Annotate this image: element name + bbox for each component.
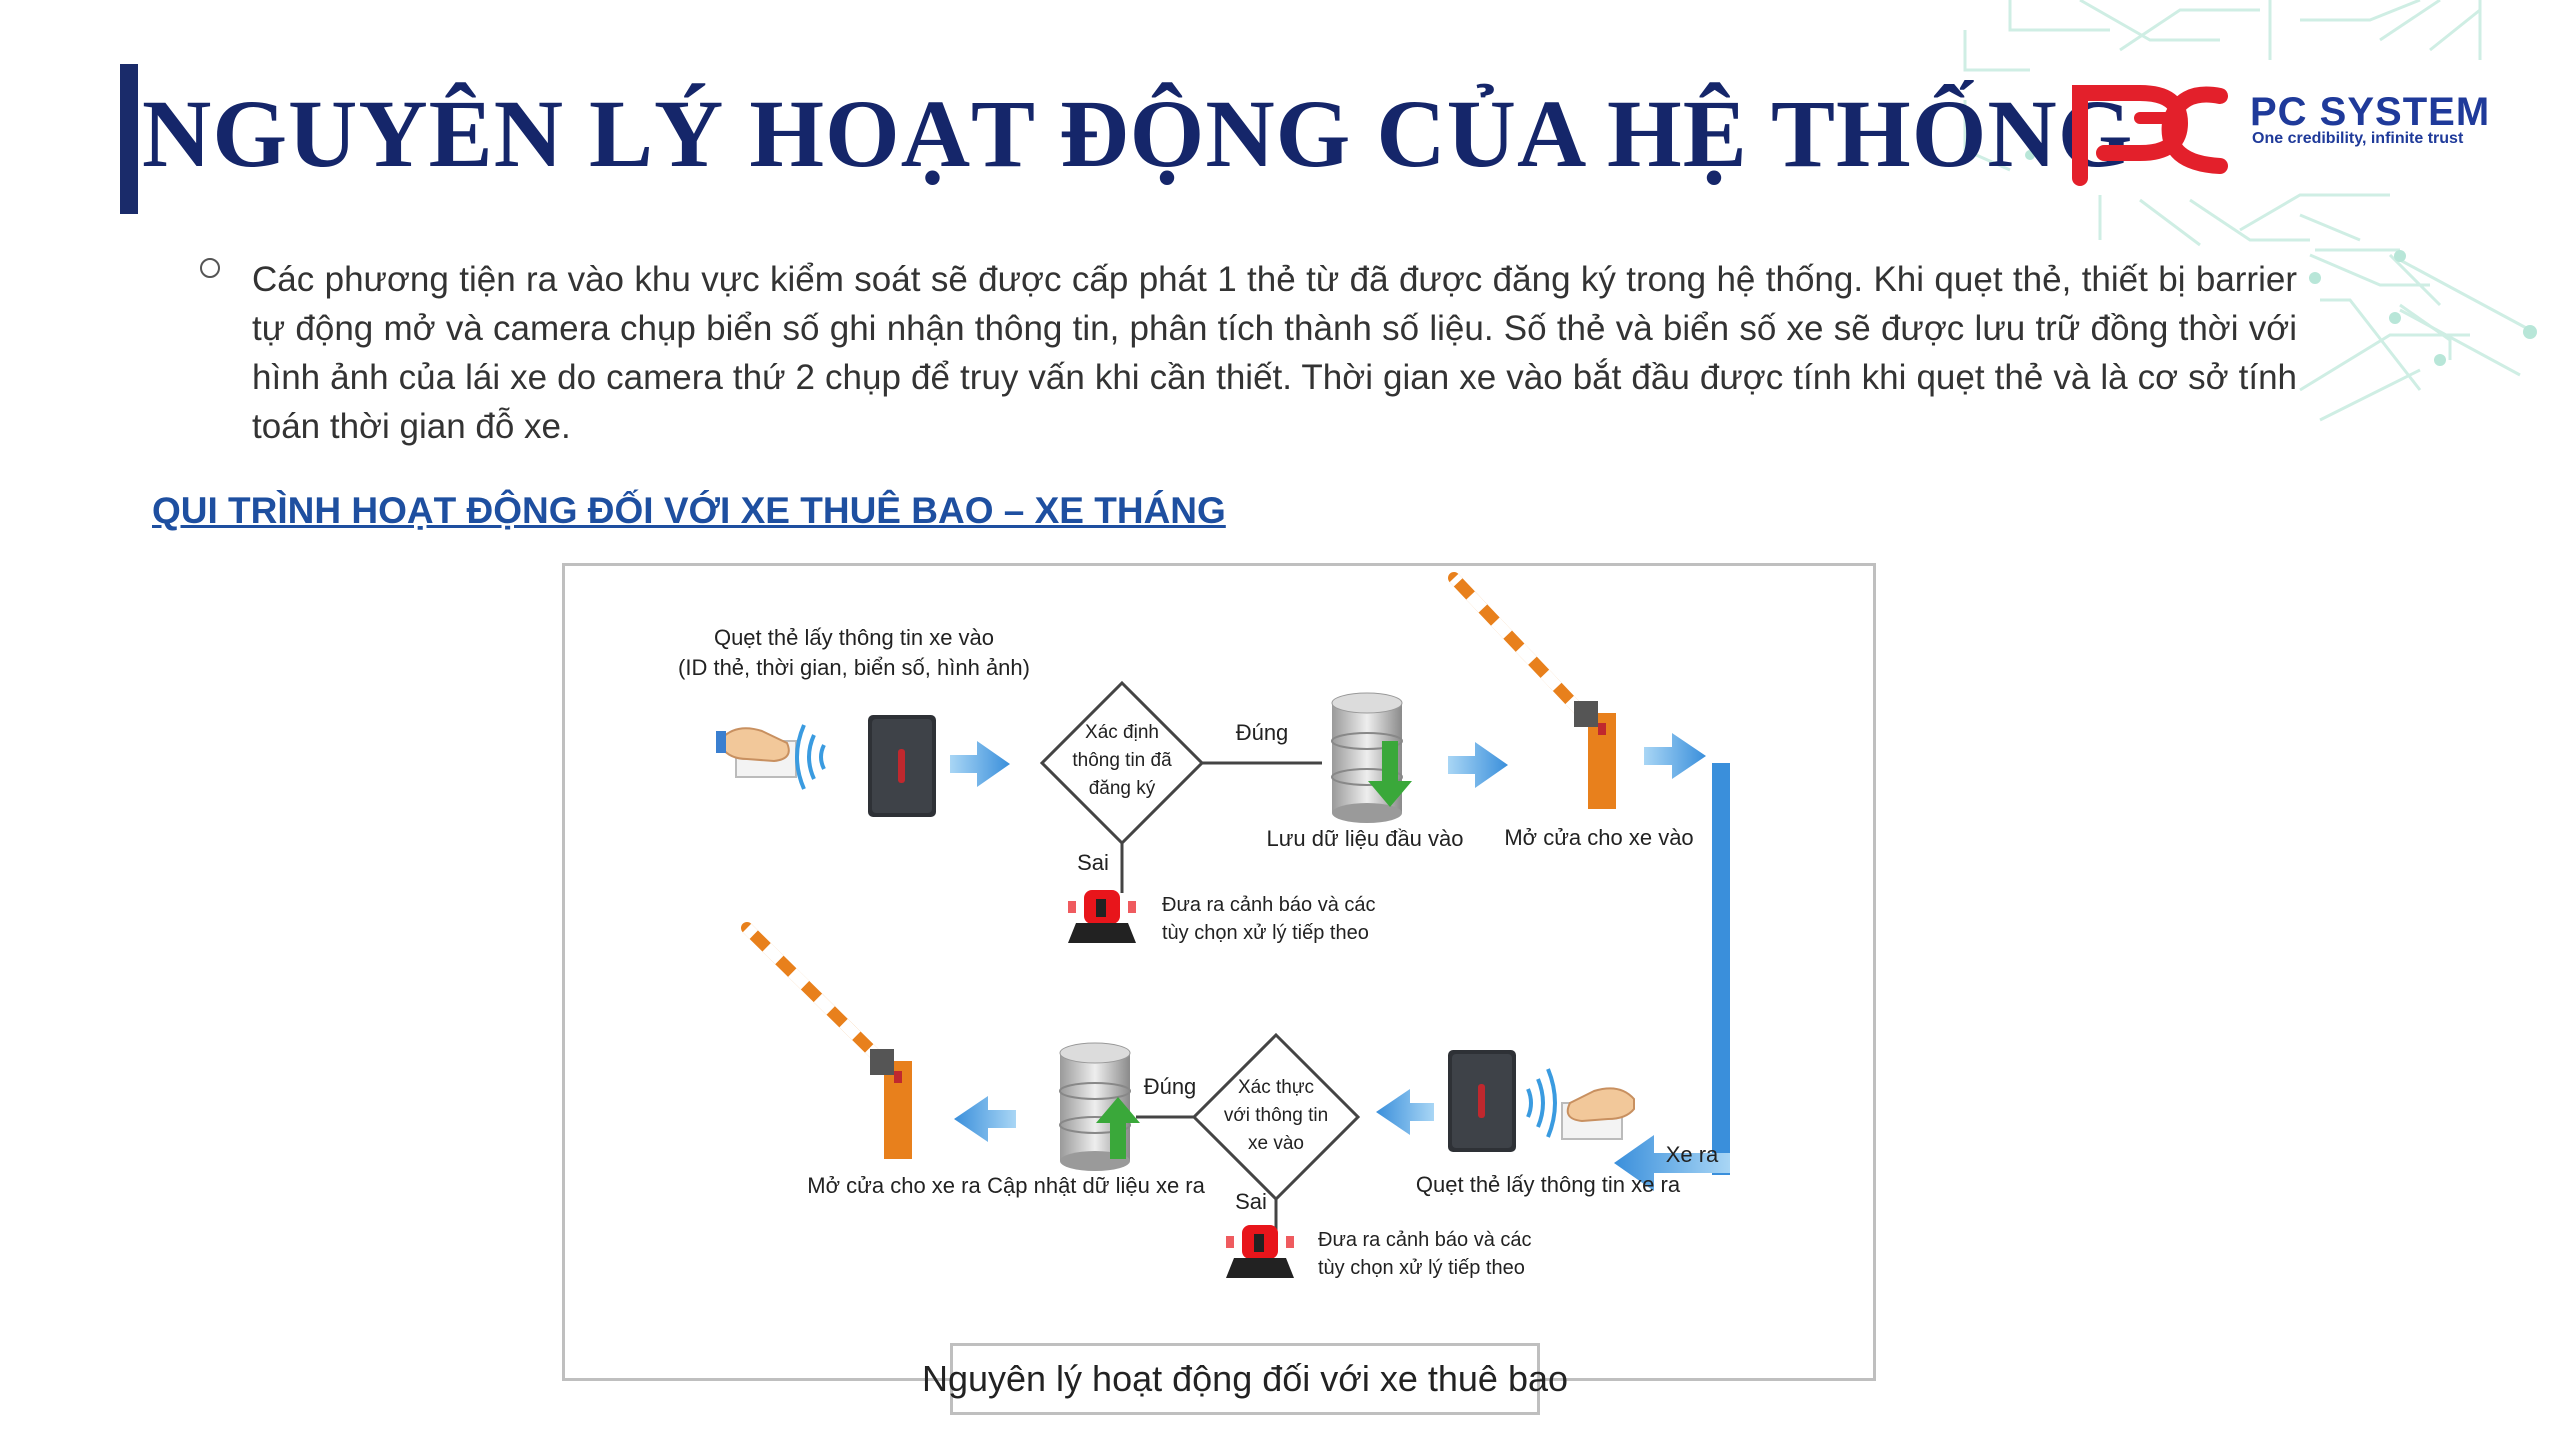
exit-decision-1: Xác thực [1238, 1077, 1314, 1098]
alarm-light-exit-icon [1226, 1225, 1294, 1278]
diagram-caption: Nguyên lý hoạt động đối với xe thuê bao [921, 1358, 1569, 1399]
card-reader-exit-icon [1448, 1050, 1516, 1152]
entry-no-label: Sai [1077, 850, 1109, 875]
exit-alarm-2: tùy chọn xử lý tiếp theo [1318, 1257, 1525, 1279]
database-store-icon [1331, 692, 1412, 823]
flow-diagram: Quẹt thẻ lấy thông tin xe vào (ID thẻ, t… [678, 572, 1730, 1279]
logo-tagline: One credibility, infinite trust [2252, 130, 2464, 147]
exit-decision-3: xe vào [1248, 1133, 1304, 1154]
description-paragraph: Các phương tiện ra vào khu vực kiểm soát… [252, 260, 2297, 446]
alarm-light-entry-icon [1068, 890, 1136, 943]
diagram-frame [562, 563, 1876, 1381]
exit-yes-label: Đúng [1144, 1074, 1197, 1099]
title-accent-bar [120, 64, 138, 214]
hand-card-exit-icon [1561, 1087, 1635, 1140]
entry-decision-3: đăng ký [1089, 778, 1156, 799]
entry-decision-1: Xác định [1085, 722, 1159, 743]
entry-yes-label: Đúng [1236, 720, 1289, 745]
arrow-left-xe-ra [1614, 1135, 1730, 1191]
entry-alarm-1: Đưa ra cảnh báo và các [1162, 894, 1376, 916]
entry-store-label: Lưu dữ liệu đầu vào [1266, 826, 1463, 851]
arrow-left-1 [1376, 1089, 1434, 1135]
hand-card-icon [716, 727, 797, 778]
exit-open-label: Mở cửa cho xe ra [807, 1173, 981, 1198]
wireless-signal-exit-icon [1526, 1068, 1557, 1138]
exit-xe-ra-label: Xe ra [1666, 1142, 1719, 1167]
logo-name: PC SYSTEM [2250, 90, 2491, 134]
exit-update-label: Cập nhật dữ liệu xe ra [987, 1173, 1206, 1198]
arrow-right-1 [950, 741, 1010, 787]
arrow-left-2 [954, 1096, 1016, 1142]
exit-no-label: Sai [1235, 1189, 1267, 1214]
arrow-right-2 [1448, 742, 1508, 788]
entry-alarm-2: tùy chọn xử lý tiếp theo [1162, 922, 1369, 944]
exit-alarm-1: Đưa ra cảnh báo và các [1318, 1229, 1532, 1251]
connector-vertical [1712, 763, 1730, 1175]
card-reader-icon [868, 715, 936, 817]
barrier-entry-icon [1448, 572, 1616, 809]
entry-swipe-label-2: (ID thẻ, thời gian, biển số, hình ảnh) [678, 655, 1030, 680]
exit-decision-2: với thông tin [1224, 1105, 1328, 1126]
database-update-icon [1059, 1042, 1140, 1171]
section-heading[interactable]: QUI TRÌNH HOẠT ĐỘNG ĐỐI VỚI XE THUÊ BAO … [152, 490, 1226, 531]
barrier-exit-icon [741, 922, 912, 1159]
slide-title: NGUYÊN LÝ HOẠT ĐỘNG CỦA HỆ THỐNG [142, 80, 2134, 187]
arrow-right-3 [1644, 733, 1706, 779]
pc-system-logo [2072, 85, 2228, 186]
entry-decision-2: thông tin đã [1072, 750, 1172, 771]
entry-open-label: Mở cửa cho xe vào [1504, 825, 1693, 850]
wireless-signal-icon [795, 724, 826, 790]
entry-swipe-label-1: Quẹt thẻ lấy thông tin xe vào [714, 625, 994, 650]
bullet-circle [200, 258, 220, 278]
exit-swipe-label: Quẹt thẻ lấy thông tin xe ra [1416, 1172, 1681, 1197]
diagram-caption-box: Nguyên lý hoạt động đối với xe thuê bao [922, 1343, 1568, 1415]
